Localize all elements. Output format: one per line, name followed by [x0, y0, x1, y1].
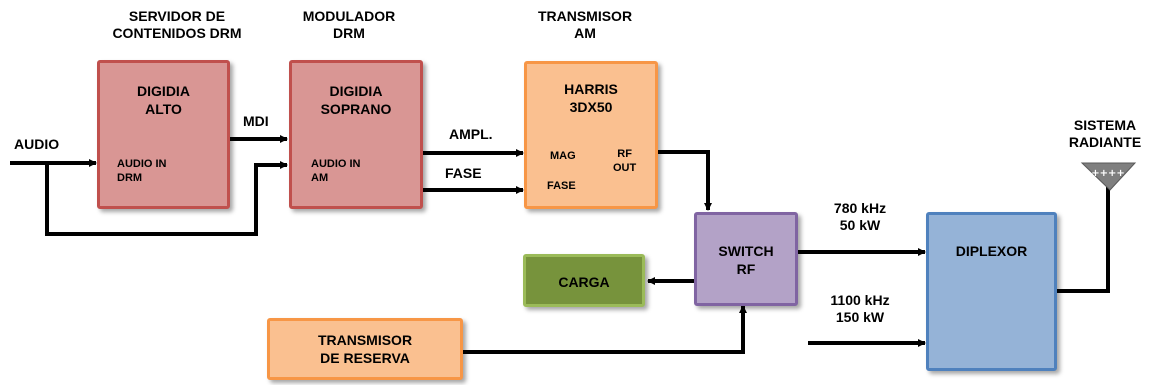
header-sistema-radiante: SISTEMA RADIANTE [1068, 117, 1142, 150]
wire-rf-out [656, 150, 712, 211]
label-fase: FASE [445, 165, 482, 181]
port-rf-out: RF OUT [613, 148, 637, 174]
header-servidor: SERVIDOR DE CONTENIDOS DRM [112, 8, 242, 41]
diplexor-block: DIPLEXOR [926, 212, 1057, 371]
carga-block: CARGA [523, 254, 645, 307]
header-modulador: MODULADOR DRM [302, 8, 396, 41]
digidia-alto-block: DIGIDIA ALTO AUDIO IN DRM [97, 60, 230, 209]
digidia-soprano-title: DIGIDIA SOPRANO [320, 83, 392, 117]
antenna-icon [1080, 162, 1137, 191]
wire-antenna [1057, 187, 1110, 293]
transmisor-reserva-title: TRANSMISOR DE RESERVA [317, 332, 413, 366]
harris-title: HARRIS 3DX50 [564, 81, 618, 115]
wire-reserva [463, 305, 747, 354]
wire-audio-branch [45, 161, 288, 236]
transmisor-reserva-block: TRANSMISOR DE RESERVA [267, 318, 463, 380]
digidia-soprano-block: DIGIDIA SOPRANO AUDIO IN AM [289, 60, 423, 209]
label-1100khz: 1100 kHz 150 kW [830, 292, 890, 325]
port-mag: MAG [550, 150, 576, 162]
switch-rf-title: SWITCH RF [718, 243, 774, 277]
label-780khz: 780 kHz 50 kW [833, 200, 887, 233]
header-transmisor: TRANSMISOR AM [537, 8, 633, 41]
label-audio: AUDIO [14, 136, 60, 152]
port-fase: FASE [547, 180, 576, 192]
diplexor-title: DIPLEXOR [955, 243, 1028, 259]
audio-in-drm-port: AUDIO IN DRM [117, 158, 167, 184]
label-mdi: MDI [243, 113, 269, 129]
label-ampl: AMPL. [449, 126, 493, 142]
audio-in-am-port: AUDIO IN AM [311, 158, 361, 184]
antenna-glyphs: ++++ [1091, 168, 1125, 179]
carga-title: CARGA [558, 274, 610, 290]
harris-3dx50-block: HARRIS 3DX50 MAG FASE RF OUT [524, 61, 658, 209]
switch-rf-block: SWITCH RF [694, 212, 798, 306]
digidia-alto-title: DIGIDIA ALTO [137, 83, 190, 117]
